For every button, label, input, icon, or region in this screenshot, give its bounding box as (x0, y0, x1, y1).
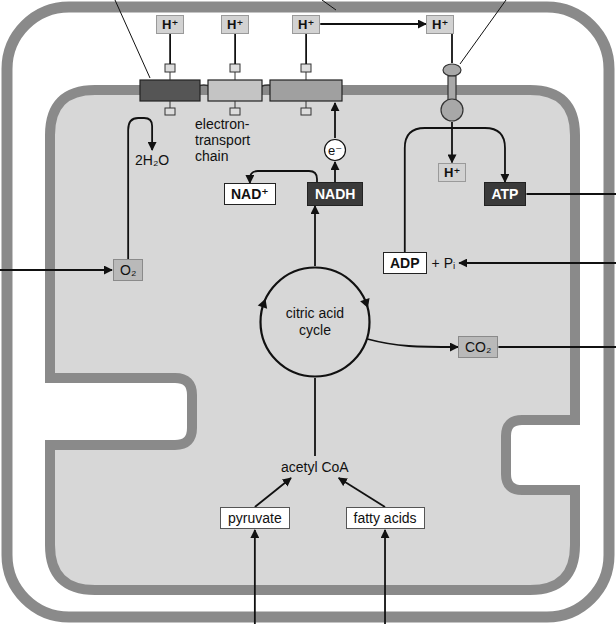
cycle-circle: citric acid cycle (259, 266, 371, 378)
complex-one (140, 80, 200, 101)
node-text: H⁺ (162, 17, 178, 32)
inflow-arrow (384, 530, 386, 624)
proton-box: H⁺ (156, 15, 184, 34)
proton-stub (451, 34, 453, 64)
complex-stub (301, 64, 311, 72)
node-text: citric acid cycle (280, 305, 350, 339)
electron-circle: e⁻ (323, 138, 347, 162)
node-text: ATP (492, 186, 519, 202)
complex-stub (170, 72, 171, 80)
connector-arrow (367, 339, 458, 347)
complex-stub (306, 72, 307, 80)
oxygen-box: O₂ (113, 259, 143, 281)
proton-box: H⁺ (221, 15, 249, 34)
complex-stub (301, 108, 311, 115)
node-text: O₂ (120, 262, 136, 278)
chain-label: electron- transport chain (195, 116, 269, 164)
node-text: H⁺ (227, 17, 243, 32)
atp-synthase (441, 64, 463, 121)
adp-box: ADP (383, 252, 427, 274)
connector-arrow (314, 206, 316, 266)
node-text: NADH (315, 186, 355, 202)
complex-stub (165, 108, 175, 115)
complex-stub (306, 101, 307, 108)
inflow-arrow (254, 530, 256, 624)
complex-stub (230, 108, 240, 115)
leader-line (115, 0, 150, 78)
proton-box: H⁺ (292, 15, 320, 34)
complex-three (270, 80, 342, 101)
node-text: H⁺ (432, 17, 448, 32)
complex-two (208, 80, 262, 101)
complex-stub (230, 64, 240, 72)
electron-arrow (334, 103, 336, 138)
oxygen-arrow (128, 118, 152, 259)
proton-stub (234, 34, 236, 65)
complex-stub (235, 101, 236, 108)
water-label: 2H₂O (135, 152, 169, 168)
outer-membrane (7, 7, 609, 617)
nad-box: NAD⁺ (224, 183, 276, 205)
node-text: NAD⁺ (231, 186, 269, 202)
co2-box: CO₂ (458, 336, 498, 358)
proton-box: H⁺ (438, 163, 466, 182)
inner-membrane (50, 90, 575, 590)
proton-stub (169, 34, 171, 65)
phosphate-label: + Pᵢ (432, 255, 456, 271)
feed-arrow (339, 478, 385, 507)
complex-stub (170, 101, 171, 108)
inflow-arrow (0, 269, 112, 271)
feed-arrow (255, 478, 291, 507)
outflow-line (498, 346, 616, 348)
leader-line (460, 0, 506, 64)
acetyl-label: acetyl CoA (281, 459, 349, 475)
node-text: e⁻ (328, 143, 342, 158)
node-text: ADP (390, 255, 420, 271)
node-text: fatty acids (354, 510, 417, 526)
node-text: CO₂ (465, 339, 491, 355)
proton-box: H⁺ (426, 15, 454, 34)
complex-stub (165, 64, 175, 72)
atp-box: ATP (484, 182, 527, 206)
leader-line (322, 0, 336, 10)
connector-arrow (334, 162, 336, 182)
outflow-line (526, 193, 616, 195)
node-text: H⁺ (298, 17, 314, 32)
proton-stub (305, 34, 307, 65)
substrate-box: pyruvate (220, 507, 290, 529)
substrate-box: fatty acids (346, 507, 425, 529)
feed-line (314, 378, 316, 456)
node-text: pyruvate (228, 510, 282, 526)
complex-stub (235, 72, 236, 80)
node-text: H⁺ (444, 165, 460, 180)
connector-arrow (320, 23, 426, 25)
nadh-box: NADH (307, 182, 363, 206)
inflow-arrow (459, 262, 616, 264)
